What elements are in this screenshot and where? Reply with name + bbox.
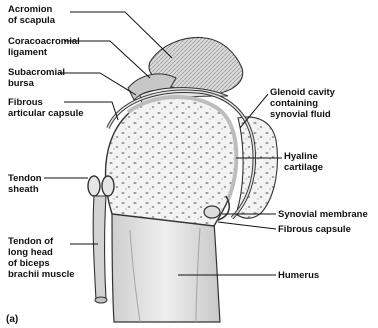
label-coracoacromial-ligament: Coracoacromial ligament [8, 36, 82, 58]
label-tendon-sheath: Tendon sheath [8, 173, 44, 195]
label-synovial-membrane: Synovial membrane [278, 209, 368, 220]
tendon-sheath-shape [88, 176, 114, 196]
label-tendon-of-long-head-of-biceps: Tendon of long head of biceps brachii mu… [8, 236, 75, 280]
label-fibrous-capsule: Fibrous capsule [278, 224, 351, 235]
panel-label: (a) [6, 314, 18, 325]
biceps-tendon-shape [93, 196, 106, 300]
humerus-shaft [112, 210, 220, 322]
synovial-pouch [204, 206, 220, 218]
label-subacromial-bursa: Subacromial bursa [8, 67, 68, 89]
label-glenoid-cavity: Glenoid cavity containing synovial fluid [270, 87, 338, 120]
label-humerus: Humerus [278, 270, 319, 281]
label-acromion: Acromion of scapula [8, 4, 56, 26]
label-hyaline-cartilage: Hyaline cartilage [284, 151, 323, 173]
label-fibrous-articular-capsule: Fibrous articular capsule [8, 97, 84, 119]
